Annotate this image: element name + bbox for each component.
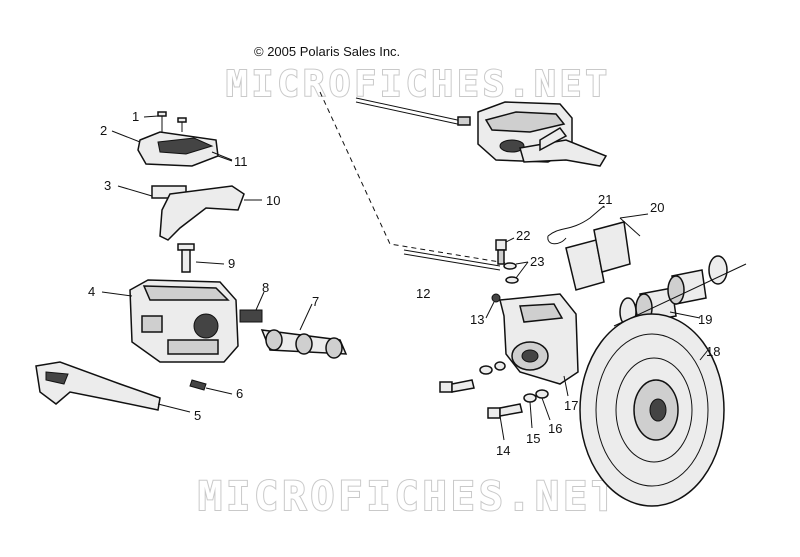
caliper-body-part (485, 293, 579, 385)
callout-22: 22 (516, 228, 530, 243)
brake-line (355, 97, 501, 271)
brake-disc-part (579, 313, 725, 507)
callout-20: 20 (650, 200, 664, 215)
callout-7: 7 (312, 294, 319, 309)
callout-16: 16 (548, 421, 562, 436)
reservoir-cover-part (111, 130, 233, 167)
callout-10: 10 (266, 193, 280, 208)
watermark-top: MICROFICHES.NET (226, 64, 611, 105)
leader-11 (211, 151, 233, 161)
crush-washers-part (503, 261, 529, 284)
hose-routing-line (319, 91, 507, 264)
callout-8: 8 (262, 280, 269, 295)
callout-11: 11 (234, 154, 248, 169)
pad-spring-part (547, 205, 605, 245)
callout-9: 9 (228, 256, 235, 271)
lever-bracket-part (159, 185, 262, 241)
callout-15: 15 (526, 431, 540, 446)
switch-part (239, 291, 265, 323)
bleeder-screw-part (495, 237, 515, 265)
pivot-pin-part (177, 243, 225, 273)
small-pin-part (189, 379, 233, 395)
master-cylinder-assembly (477, 101, 608, 167)
callout-6: 6 (236, 386, 243, 401)
callout-19: 19 (698, 312, 712, 327)
screw-part (143, 111, 187, 132)
callout-4: 4 (88, 284, 95, 299)
callout-1: 1 (132, 109, 139, 124)
callout-18: 18 (706, 344, 720, 359)
brake-pads-part (565, 213, 649, 291)
callout-2: 2 (100, 123, 107, 138)
pistons-part (613, 255, 747, 327)
grip-part (260, 303, 348, 359)
callout-3: 3 (104, 178, 111, 193)
callout-21: 21 (598, 192, 612, 207)
brake-lever-part (35, 361, 191, 413)
callout-14: 14 (496, 443, 510, 458)
master-cylinder-body-part (101, 279, 239, 363)
callout-5: 5 (194, 408, 201, 423)
callout-23: 23 (530, 254, 544, 269)
copyright-notice: © 2005 Polaris Sales Inc. (254, 44, 401, 59)
watermark-bottom: MICROFICHES.NET (198, 474, 619, 520)
caliper-bolts-part (439, 361, 569, 441)
callout-17: 17 (564, 398, 578, 413)
callout-13: 13 (470, 312, 484, 327)
callout-12: 12 (416, 286, 430, 301)
